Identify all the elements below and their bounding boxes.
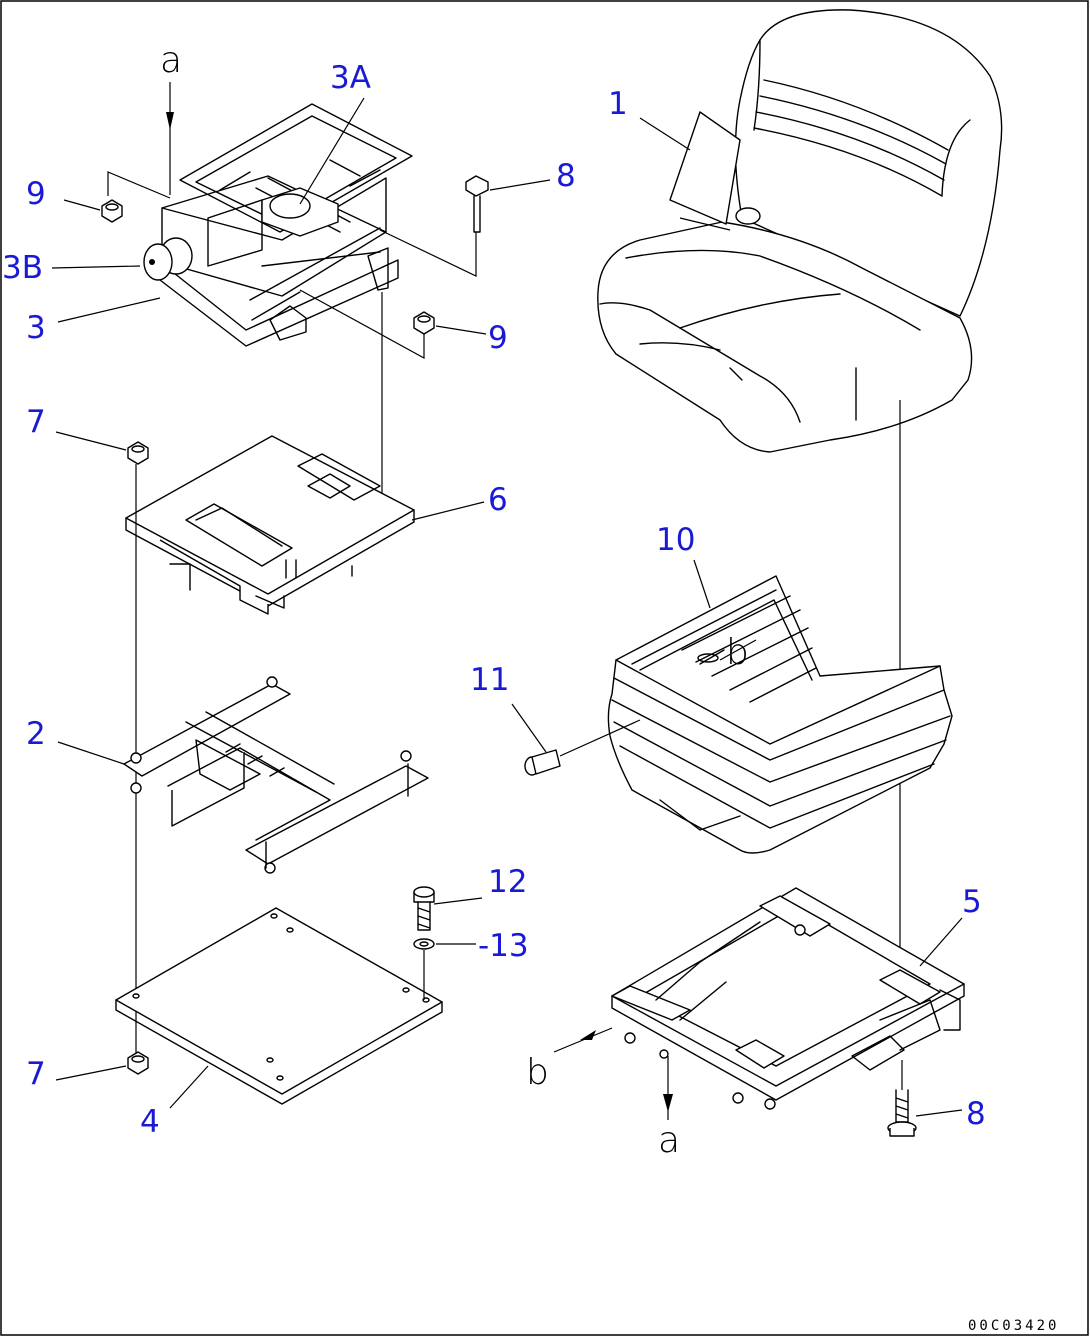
leader-lines: [51, 97, 963, 1117]
callout-7-bottom: 7: [26, 1056, 46, 1092]
callout-10: 10: [656, 522, 695, 558]
callout-3: 3: [26, 310, 46, 346]
callout-1: 1: [608, 86, 628, 122]
arrow-a-bottom: [663, 1056, 673, 1120]
arrow-a-top: [166, 82, 174, 195]
part-5-seat-frame: [611, 887, 965, 1110]
part-7-nut-bottom: [127, 1051, 149, 1075]
part-8-bolt-bottom: [887, 1060, 917, 1137]
part-11-bolt: [524, 719, 641, 776]
part-9-nut-left: [101, 171, 171, 223]
callout-3b: 3B: [2, 250, 43, 286]
ref-letter-b-bottom: b: [526, 1052, 549, 1093]
callout-2: 2: [26, 716, 46, 752]
part-2-slide-rail: [123, 676, 429, 874]
part-12-13-bolt-washer: [413, 886, 435, 1000]
part-1-seat: [597, 9, 1003, 453]
part-8-bolt-top: [379, 175, 489, 277]
part-6-plate: [125, 435, 415, 615]
ref-letter-a-top: a: [160, 40, 182, 81]
ref-letter-a-bottom: a: [658, 1120, 680, 1161]
part-10-bellows: [607, 575, 953, 854]
callout-12: 12: [488, 864, 527, 900]
callout-13: -13: [478, 928, 529, 964]
callout-3a: 3A: [330, 60, 371, 96]
callout-9-left: 9: [26, 176, 46, 212]
part-9-nut-right: [299, 289, 435, 360]
callout-9-right: 9: [488, 320, 508, 356]
arrow-b-bottom: [553, 1027, 613, 1053]
callout-5: 5: [962, 884, 982, 920]
callout-6: 6: [488, 482, 508, 518]
callout-7-top: 7: [26, 404, 46, 440]
part-3-suspension: [143, 103, 413, 347]
callout-11: 11: [470, 662, 509, 698]
ref-letter-b-top: b: [726, 632, 749, 673]
callout-8-top: 8: [556, 158, 576, 194]
callout-8-bottom: 8: [966, 1096, 986, 1132]
callout-4: 4: [140, 1104, 160, 1140]
part-4-base-plate: [115, 907, 443, 1105]
drawing-code: 00C03420: [968, 1318, 1059, 1334]
part-7-nut-top: [127, 441, 149, 465]
